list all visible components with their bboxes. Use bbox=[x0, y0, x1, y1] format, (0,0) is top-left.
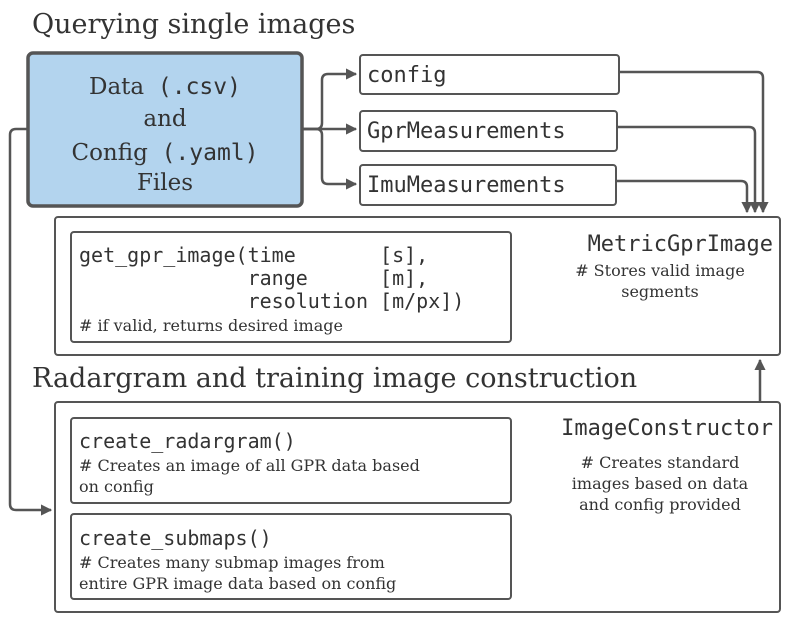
image-constructor-name: ImageConstructor bbox=[561, 416, 773, 441]
create-radargram-comment-1: # Creates an image of all GPR data based bbox=[79, 456, 420, 475]
config-class-label: config bbox=[367, 63, 446, 88]
files-line-2: and bbox=[143, 106, 187, 132]
files-box: Data (.csv) and Config (.yaml) Files bbox=[26, 51, 304, 208]
get-gpr-image-line-2: range [m], bbox=[79, 266, 428, 290]
files-config-ext: (.yaml) bbox=[162, 140, 259, 166]
files-line-4: Files bbox=[137, 170, 193, 196]
get-gpr-image-line-1: get_gpr_image(time [s], bbox=[79, 243, 428, 267]
imu-measurements-label: ImuMeasurements bbox=[367, 173, 566, 198]
create-radargram-comment-2: on config bbox=[79, 477, 154, 496]
get-gpr-image-comment: # if valid, returns desired image bbox=[79, 316, 343, 335]
metric-gpr-image-comment-2: segments bbox=[621, 282, 699, 301]
arrow-files-to-config bbox=[302, 68, 358, 131]
files-line-3: Config (.yaml) bbox=[71, 140, 258, 166]
metric-gpr-image-comment-1: # Stores valid image bbox=[575, 261, 745, 280]
image-constructor-comment-1: # Creates standard bbox=[581, 453, 740, 472]
config-class-box: config bbox=[359, 54, 620, 95]
arrow-files-to-image-constructor bbox=[8, 127, 53, 516]
files-data-word: Data bbox=[89, 74, 144, 100]
metric-gpr-image-box: MetricGprImage # Stores valid image segm… bbox=[54, 216, 781, 356]
gpr-measurements-label: GprMeasurements bbox=[367, 119, 566, 144]
section-title-construction: Radargram and training image constructio… bbox=[32, 363, 637, 394]
files-line-1: Data (.csv) bbox=[89, 74, 241, 100]
section-title-querying: Querying single images bbox=[32, 9, 355, 40]
image-constructor-comment-3: and config provided bbox=[579, 495, 741, 514]
create-radargram-method-box: create_radargram() # Creates an image of… bbox=[70, 417, 512, 504]
imu-measurements-box: ImuMeasurements bbox=[359, 164, 617, 206]
get-gpr-image-line-3: resolution [m/px]) bbox=[79, 289, 464, 313]
metric-gpr-image-name: MetricGprImage bbox=[588, 232, 773, 257]
gpr-measurements-box: GprMeasurements bbox=[359, 110, 618, 152]
create-submaps-comment-1: # Creates many submap images from bbox=[79, 553, 385, 572]
image-constructor-box: ImageConstructor # Creates standard imag… bbox=[54, 401, 781, 613]
files-data-ext: (.csv) bbox=[158, 74, 241, 100]
arrow-gpr-measurements-to-metric-gpr-image bbox=[617, 125, 761, 214]
get-gpr-image-method-box: get_gpr_image(time [s], range [m], resol… bbox=[70, 231, 512, 343]
create-submaps-method-box: create_submaps() # Creates many submap i… bbox=[70, 513, 512, 600]
arrow-imu-measurements-to-metric-gpr-image bbox=[616, 179, 753, 214]
files-config-word: Config bbox=[71, 140, 148, 166]
arrow-config-to-metric-gpr-image bbox=[619, 70, 769, 214]
image-constructor-comment-2: images based on data bbox=[572, 474, 749, 493]
create-submaps-comment-2: entire GPR image data based on config bbox=[79, 574, 396, 593]
create-radargram-method: create_radargram() bbox=[79, 429, 296, 453]
arrow-files-to-imu-measurements bbox=[302, 127, 358, 190]
create-submaps-method: create_submaps() bbox=[79, 526, 272, 550]
